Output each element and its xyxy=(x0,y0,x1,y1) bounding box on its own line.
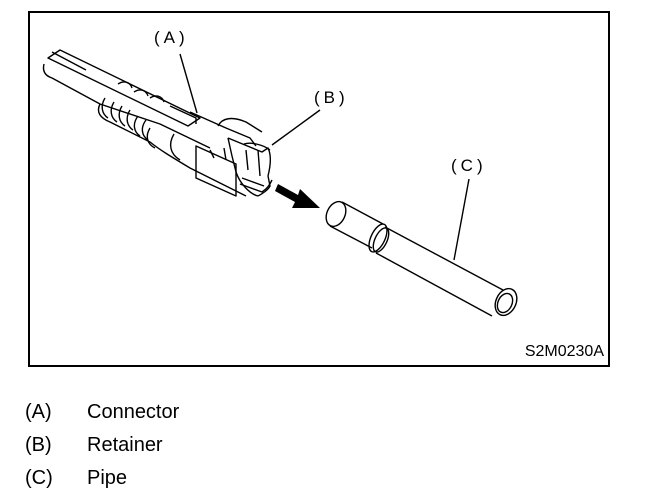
leader-line-c xyxy=(453,178,470,261)
legend-key: (B) xyxy=(25,434,52,456)
figure-code: S2M0230A xyxy=(524,343,604,360)
disconnect-arrow-icon xyxy=(275,184,320,208)
leader-line-a xyxy=(179,53,198,114)
legend-key: (A) xyxy=(25,401,52,423)
figure-frame xyxy=(28,11,610,367)
legend-key: (C) xyxy=(25,467,53,489)
legend-item: (B) Retainer xyxy=(25,429,179,462)
leader-line-b xyxy=(271,109,321,146)
parts-legend: (A) Connector (B) Retainer (C) Pipe xyxy=(25,396,179,495)
connector-illustration xyxy=(42,49,273,197)
legend-item: (A) Connector xyxy=(25,396,179,429)
callout-c: (C) xyxy=(451,156,487,175)
pipe-illustration xyxy=(325,200,518,317)
legend-label: Connector xyxy=(87,401,180,423)
callout-b: (B) xyxy=(314,88,349,107)
legend-item: (C) Pipe xyxy=(25,462,179,495)
legend-label: Retainer xyxy=(87,434,163,456)
callout-a: (A) xyxy=(154,28,189,47)
legend-label: Pipe xyxy=(87,467,128,489)
